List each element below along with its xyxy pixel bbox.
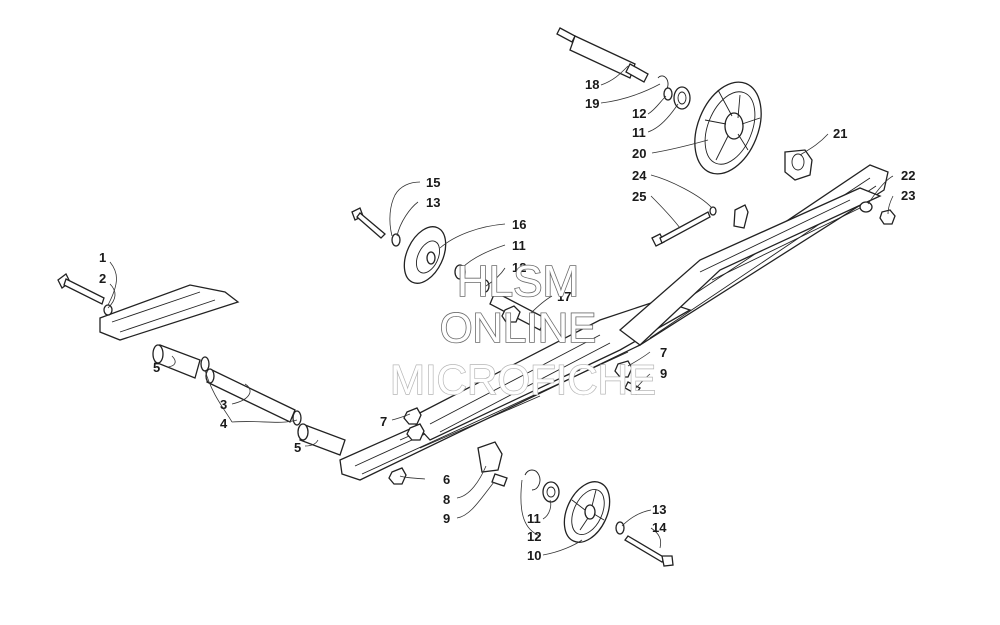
idler-wheel-20 xyxy=(694,81,762,175)
callout-5-lower: 5 xyxy=(294,440,301,455)
callout-10: 10 xyxy=(527,548,541,563)
watermark-line-2: ONLINE xyxy=(440,304,596,351)
callout-9-lower: 9 xyxy=(443,511,450,526)
callout-22: 22 xyxy=(901,168,915,183)
bracket-8 xyxy=(477,441,503,473)
bolt-9-right xyxy=(624,381,641,395)
bearing-11-upper xyxy=(454,264,466,280)
bearing-11-lower xyxy=(542,481,560,503)
spacer-5-upper xyxy=(152,344,201,379)
nut-7-left-a xyxy=(403,407,422,425)
callout-18: 18 xyxy=(585,77,599,92)
spacer-5-lower xyxy=(297,423,346,456)
callout-labels: 1 2 5 3 4 5 7 6 8 9 11 12 10 13 14 7 9 1… xyxy=(99,77,915,563)
callout-13-upper: 13 xyxy=(426,195,440,210)
callout-12-lower: 12 xyxy=(527,529,541,544)
nut-7-left-b xyxy=(406,423,425,441)
bolt-9-lower xyxy=(491,473,508,487)
ring-12-upper xyxy=(480,279,490,293)
ring-12-lower xyxy=(524,469,541,491)
callout-1: 1 xyxy=(99,250,106,265)
callout-19: 19 xyxy=(585,96,599,111)
callout-16: 16 xyxy=(512,217,526,232)
bolt-14 xyxy=(624,535,674,567)
nut-6 xyxy=(388,467,407,485)
watermark-line-1: HLSM xyxy=(457,257,579,306)
callout-11-rear: 11 xyxy=(632,125,646,140)
callout-11-lower: 11 xyxy=(527,511,541,526)
hub-21 xyxy=(784,149,813,181)
bolt-1 xyxy=(57,273,105,305)
washer-4-lower xyxy=(292,410,302,426)
callout-9-right: 9 xyxy=(660,366,667,381)
watermark: HLSM ONLINE MICROFICHE xyxy=(389,256,656,404)
nut-23 xyxy=(879,209,896,225)
callout-7-right: 7 xyxy=(660,345,667,360)
callout-25: 25 xyxy=(632,189,646,204)
callout-6: 6 xyxy=(443,472,450,487)
callout-11-upper: 11 xyxy=(512,238,526,253)
callout-21: 21 xyxy=(833,126,847,141)
bolt-25 xyxy=(651,211,711,247)
watermark-line-3: MICROFICHE xyxy=(390,356,656,403)
washer-24 xyxy=(709,206,717,216)
washer-13-upper xyxy=(391,233,401,247)
callout-12-rear: 12 xyxy=(632,106,646,121)
callout-20: 20 xyxy=(632,146,646,161)
callout-7-left: 7 xyxy=(380,414,387,429)
ring-12-rear xyxy=(663,87,673,101)
callout-17: 17 xyxy=(557,289,571,304)
callout-23: 23 xyxy=(901,188,915,203)
callout-24: 24 xyxy=(632,168,647,183)
callout-13-lower: 13 xyxy=(652,502,666,517)
callout-14: 14 xyxy=(652,520,667,535)
callout-5-upper: 5 xyxy=(153,360,160,375)
callout-8: 8 xyxy=(443,492,450,507)
washer-13-lower xyxy=(615,521,625,535)
callout-3: 3 xyxy=(220,397,227,412)
axle-18 xyxy=(556,27,649,83)
nut-7-upper xyxy=(501,305,521,323)
bolt-15 xyxy=(351,207,386,239)
callout-15: 15 xyxy=(426,175,440,190)
leader-lines xyxy=(107,65,894,556)
idler-wheel-10 xyxy=(563,481,611,543)
callout-4: 4 xyxy=(220,416,228,431)
right-rail xyxy=(408,187,882,441)
nut-7-right xyxy=(614,360,633,378)
washer-2 xyxy=(103,304,113,316)
callout-12-upper: 12 xyxy=(512,260,526,275)
washer-4-upper xyxy=(200,356,210,372)
bearing-11-rear xyxy=(673,86,691,110)
idler-wheel-16 xyxy=(403,226,447,284)
washer-22 xyxy=(859,201,873,213)
cross-shaft-3 xyxy=(205,368,296,423)
callout-2: 2 xyxy=(99,271,106,286)
